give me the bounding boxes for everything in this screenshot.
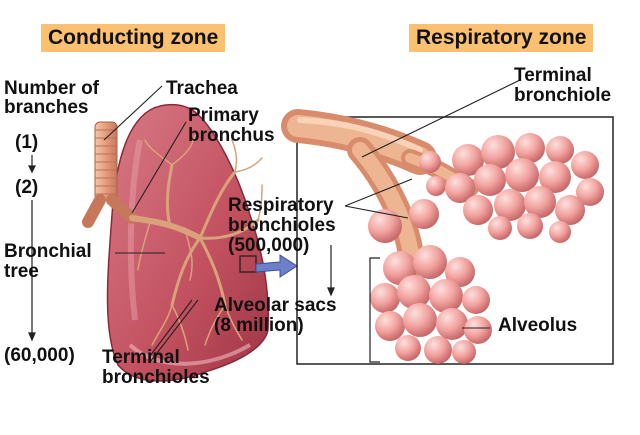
trachea-label: Trachea [166, 78, 238, 99]
alveolar-sac-upper [445, 133, 604, 243]
trachea [82, 121, 138, 228]
alveolar-sacs-count: (8 million) [214, 315, 304, 336]
terminal-bronchioles-label-line2: bronchioles [102, 367, 210, 388]
alveolus-label: Alveolus [498, 315, 578, 336]
branch-count-arrow [28, 155, 36, 342]
respiratory-bronchioles-count: (500,000) [228, 235, 310, 256]
alveolar-sac-lower [370, 245, 492, 364]
count-bronchi: (2) [15, 177, 39, 198]
respiratory-zone-tag: Respiratory zone [409, 24, 594, 52]
primary-bronchus-label-line1: Primary [188, 105, 259, 126]
respiratory-bronchiole-bulbs [368, 151, 446, 243]
leader-lines [103, 79, 521, 363]
inset-count-arrow [327, 245, 335, 297]
respiratory-bronchioles-label-line2: bronchioles [228, 215, 336, 236]
count-trachea: (1) [15, 132, 39, 153]
alveolar-bracket [369, 257, 380, 363]
conducting-zone-tag: Conducting zone [41, 24, 226, 52]
primary-bronchus-label-line2: bronchus [188, 125, 275, 146]
respiratory-bronchioles-label-line1: Respiratory [228, 195, 334, 216]
zoom-arrow [255, 254, 298, 278]
alveolar-sacs-label-line1: Alveolar sacs [214, 295, 337, 316]
bronchial-tree-label-line1: Bronchial [4, 241, 92, 262]
terminal-bronchiole-label-line2: bronchiole [514, 85, 612, 106]
bronchial-tree [129, 134, 263, 351]
terminal-bronchiole-label-line1: Terminal [514, 65, 592, 86]
terminal-bronchioles-label-line1: Terminal [102, 347, 180, 368]
number-of-branches-label-line2: branches [4, 97, 89, 118]
count-terminal-bronchioles: (60,000) [4, 345, 75, 366]
number-of-branches-label-line1: Number of [4, 78, 99, 99]
bronchial-tree-label-line2: tree [4, 261, 39, 282]
